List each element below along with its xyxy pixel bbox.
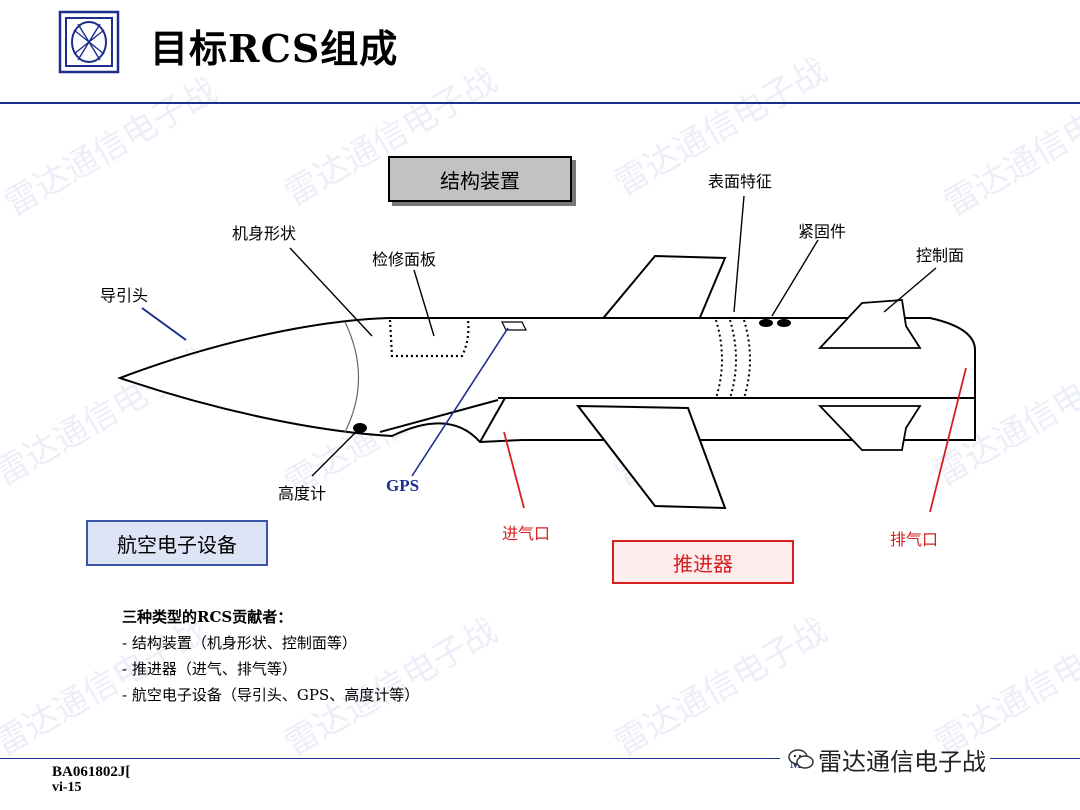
lower-control-fin [817, 405, 922, 451]
avionics-box: 航空电子设备 [86, 520, 268, 566]
fastener-dot [777, 319, 791, 327]
surface-ring [743, 319, 751, 399]
fastener-leader [771, 239, 819, 317]
page-title: 目标RCS组成 [150, 26, 399, 71]
panel-leader [413, 269, 435, 337]
slide-number: vi-15 [52, 780, 82, 795]
fastener-dot [759, 319, 773, 327]
surface-features-label: 表面特征 [708, 172, 773, 191]
gps-antenna [501, 321, 527, 331]
wechat-icon [788, 749, 814, 769]
summary-block: 三种类型的RCS贡献者： - 结构装置（机身形状、控制面等） - 推进器（进气、… [122, 604, 419, 708]
fasteners-label: 紧固件 [798, 222, 847, 241]
structure-box: 结构装置 [388, 156, 572, 202]
summary-item: - 推进器（进气、排气等） [122, 660, 297, 678]
header-divider [0, 102, 1080, 104]
summary-item: - 航空电子设备（导引头、GPS、高度计等） [122, 686, 420, 704]
surface-ring [729, 319, 737, 399]
belly-line [379, 399, 499, 433]
control-leader [883, 267, 937, 313]
document-code: BA061802J[ [52, 764, 131, 780]
inlet-label: 进气口 [502, 524, 551, 543]
surface-leader [733, 195, 745, 313]
summary-item: - 结构装置（机身形状、控制面等） [122, 634, 357, 652]
emblem-icon [58, 10, 120, 74]
control-surface-label: 控制面 [916, 246, 965, 265]
footer-divider [0, 758, 780, 759]
inlet-leader [503, 431, 525, 509]
seeker-leader [141, 307, 187, 341]
upper-control-fin [817, 299, 922, 349]
gps-leader [411, 327, 509, 477]
intake-lip [479, 397, 506, 443]
gps-label: GPS [386, 476, 420, 495]
missile-body [117, 317, 976, 444]
footer-divider [990, 758, 1080, 759]
body-shape-label: 机身形状 [232, 224, 297, 243]
access-panel-shape [388, 319, 470, 358]
altimeter-dot [353, 423, 367, 433]
seeker-label: 导引头 [100, 286, 149, 305]
nose-seam [344, 321, 359, 433]
altimeter-label: 高度计 [278, 484, 327, 503]
lower-wing [575, 404, 727, 510]
propulsion-box: 推进器 [612, 540, 794, 584]
body-shape-leader [289, 247, 373, 337]
brand-name: 雷达通信电子战 [818, 748, 986, 776]
exhaust-leader [929, 367, 967, 513]
exhaust-label: 排气口 [890, 530, 939, 549]
surface-ring [715, 319, 723, 399]
summary-heading: 三种类型的RCS贡献者： [122, 608, 293, 626]
altimeter-leader [311, 431, 357, 477]
access-panel-label: 检修面板 [372, 250, 437, 269]
